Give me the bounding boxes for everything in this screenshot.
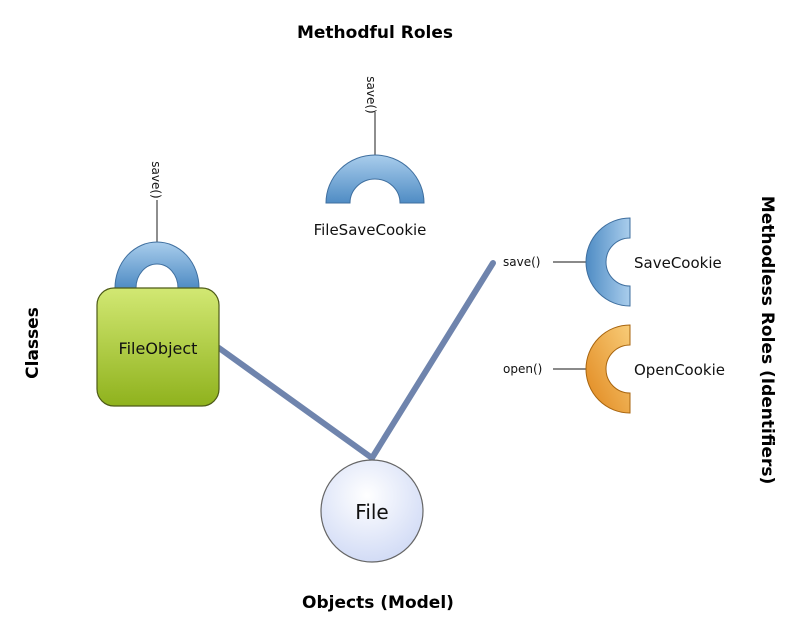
class-box (96, 287, 220, 407)
link-fileobject-file (216, 345, 375, 461)
object-circle (320, 459, 424, 563)
class-method-label: save() (149, 161, 163, 198)
role-name: OpenCookie (634, 361, 725, 379)
methodless-role-savecookie: save() SaveCookie (503, 217, 722, 307)
class-name: FileObject (119, 339, 198, 358)
role-method-label: save() (364, 76, 378, 113)
object-file: File (320, 459, 424, 563)
role-half-ring (585, 324, 631, 414)
methodless-role-opencookie: open() OpenCookie (503, 324, 725, 414)
methodful-roles-heading: Methodful Roles (297, 23, 453, 43)
link-file-savecookie (369, 260, 496, 461)
role-method-label: open() (503, 362, 542, 376)
methodful-role-filesavecookie: save() FileSaveCookie (314, 76, 427, 239)
object-name: File (355, 500, 388, 524)
objects-heading: Objects (Model) (302, 593, 454, 613)
role-half-ring (585, 217, 631, 307)
methodless-roles-heading: Methodless Roles (Identifiers) (757, 196, 777, 484)
role-name: FileSaveCookie (314, 221, 427, 239)
role-half-ring (325, 154, 425, 204)
role-method-label: save() (503, 255, 540, 269)
class-fileobject: save() FileObject (96, 161, 220, 407)
class-half-ring (114, 241, 200, 289)
classes-heading: Classes (23, 307, 43, 379)
role-name: SaveCookie (634, 254, 722, 272)
